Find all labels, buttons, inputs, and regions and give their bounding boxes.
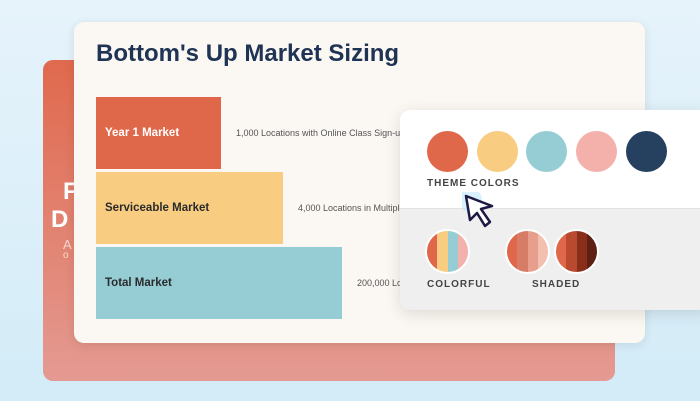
- palette-stripe: [437, 231, 448, 272]
- shaded-palette-option-2[interactable]: [554, 229, 599, 274]
- theme-color-swatch[interactable]: [427, 131, 468, 172]
- background-sub-2: o: [63, 250, 69, 261]
- palette-stripe: [447, 231, 458, 272]
- colorful-palette-option[interactable]: [425, 229, 470, 274]
- bar-description: 1,000 Locations with Online Class Sign-u…: [236, 128, 406, 138]
- bar-total-market[interactable]: Total Market: [96, 247, 342, 319]
- palette-stripe: [566, 231, 577, 272]
- theme-color-swatch[interactable]: [526, 131, 568, 172]
- palette-stripe: [576, 231, 587, 272]
- theme-color-swatch[interactable]: [625, 131, 667, 172]
- theme-color-swatch[interactable]: [476, 131, 518, 172]
- bar-label: Year 1 Market: [105, 127, 180, 139]
- bar-year1-market[interactable]: Year 1 Market: [96, 97, 221, 169]
- palette-stripe: [556, 231, 567, 272]
- bar-description: 4,000 Locations in Multiple: [298, 203, 405, 213]
- bar-description: 200,000 Lo: [357, 278, 403, 288]
- palette-stripe: [457, 231, 468, 272]
- palette-stripe: [586, 231, 597, 272]
- slide-title: Bottom's Up Market Sizing: [96, 40, 400, 67]
- theme-colors-label: THEME COLORS: [427, 178, 520, 189]
- theme-color-swatch[interactable]: [576, 131, 618, 172]
- palette-stripe: [537, 231, 548, 272]
- shaded-label: SHADED: [532, 279, 581, 290]
- bar-label: Serviceable Market: [105, 202, 210, 214]
- bar-serviceable-market[interactable]: Serviceable Market: [96, 172, 283, 244]
- mouse-cursor-icon: [462, 192, 494, 228]
- shaded-palette-option-1[interactable]: [505, 229, 550, 274]
- background-sub-1: A: [63, 237, 72, 252]
- bar-label: Total Market: [105, 277, 172, 289]
- palette-stripe: [517, 231, 528, 272]
- color-palette-panel: THEME COLORS COLORFUL SHADED: [400, 110, 700, 310]
- palette-stripe: [507, 231, 518, 272]
- colorful-label: COLORFUL: [427, 279, 491, 290]
- palette-stripe: [427, 231, 438, 272]
- background-title-2: D: [51, 206, 69, 233]
- palette-stripe: [527, 231, 538, 272]
